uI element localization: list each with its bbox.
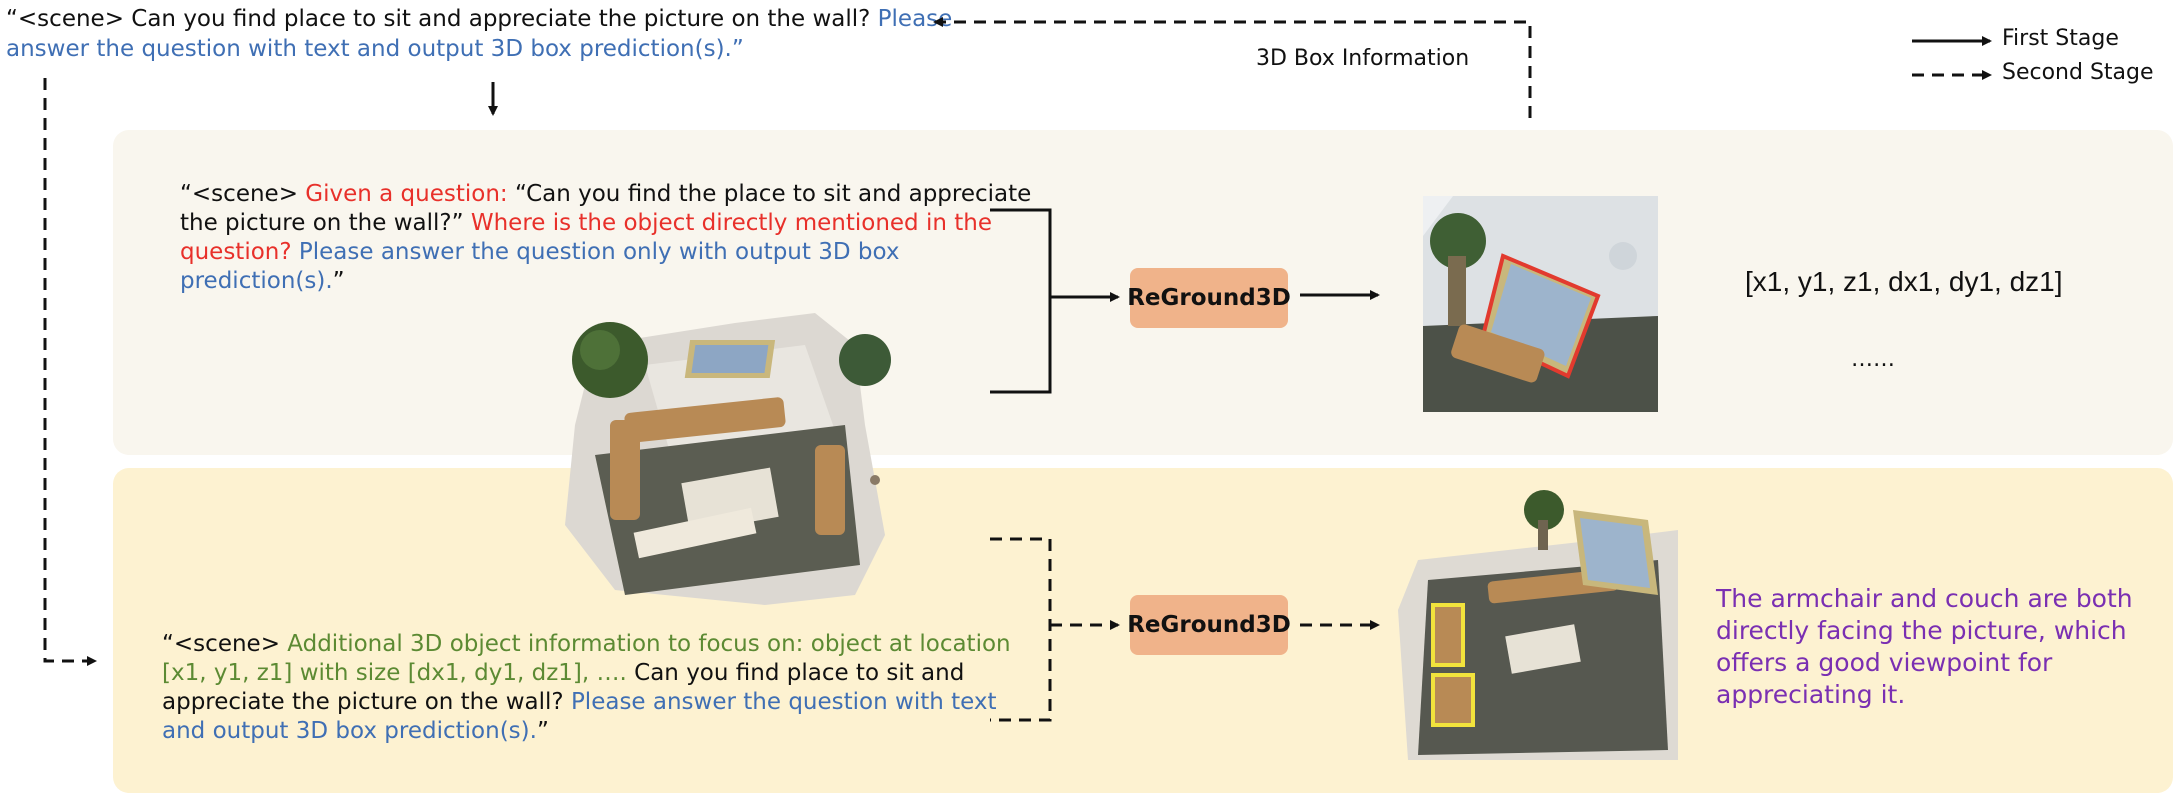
stage1-question-text: “Can you find the place to sit and appre… bbox=[514, 181, 1032, 207]
legend-first-stage: First Stage bbox=[2002, 26, 2119, 51]
box-output-vector: [x1, y1, z1, dx1, dy1, dz1] bbox=[1745, 266, 2063, 297]
stage2-prompt-line-3: appreciate the picture on the wall? Plea… bbox=[162, 688, 997, 717]
reground3d-module-stage1: ReGround3D bbox=[1127, 268, 1291, 328]
stage2-prompt-line-2: [x1, y1, z1] with size [dx1, dy1, dz1], … bbox=[162, 659, 964, 688]
stage1-prompt-line-3: question? Please answer the question onl… bbox=[180, 238, 899, 267]
stage2-context-text: Additional 3D object information to focu… bbox=[287, 631, 1011, 657]
stage2-question-text-end: appreciate the picture on the wall? bbox=[162, 689, 571, 715]
feedback-label: 3D Box Information bbox=[1256, 46, 1470, 71]
question-instruction-start: Please bbox=[877, 6, 953, 32]
answer-line-3: offers a good viewpoint for bbox=[1716, 648, 2053, 677]
stage1-prompt-line-1: “<scene> Given a question: “Can you find… bbox=[180, 180, 1031, 209]
stage1-prompt-line-2: the picture on the wall?” Where is the o… bbox=[180, 209, 992, 238]
answer-line-1: The armchair and couch are both bbox=[1716, 584, 2133, 613]
stage2-context-text-end: [x1, y1, z1] with size [dx1, dy1, dz1], … bbox=[162, 660, 627, 686]
stage1-prompt-line-4: prediction(s).” bbox=[180, 267, 345, 296]
stage2-instruction-text: Please answer the question with text bbox=[570, 689, 997, 715]
input-question-line-2: answer the question with text and output… bbox=[6, 36, 744, 62]
stage1-task-text-end: question? bbox=[180, 239, 299, 265]
stage2-question-text: Can you find place to sit and bbox=[626, 660, 965, 686]
question-text: “<scene> Can you find place to sit and a… bbox=[6, 6, 878, 32]
scene-token: “<scene> bbox=[180, 181, 306, 207]
legend-second-stage: Second Stage bbox=[2002, 60, 2154, 85]
answer-line-2: directly facing the picture, which bbox=[1716, 616, 2127, 645]
reground3d-module-stage2: ReGround3D bbox=[1127, 595, 1291, 655]
stage2-instruction-text-end: and output 3D box prediction(s). bbox=[162, 718, 537, 744]
stage1-question-text-end: the picture on the wall?” bbox=[180, 210, 471, 236]
stage2-prompt-line-1: “<scene> Additional 3D object informatio… bbox=[162, 630, 1011, 659]
closing-quote: ” bbox=[536, 718, 549, 744]
input-question-line-1: “<scene> Can you find place to sit and a… bbox=[6, 5, 952, 34]
stage1-question-label: Given a question: bbox=[305, 181, 515, 207]
answer-line-4: appreciating it. bbox=[1716, 680, 1906, 709]
scene-token: “<scene> bbox=[162, 631, 288, 657]
box-output-more: …… bbox=[1851, 347, 1895, 372]
stage2-prompt-line-4: and output 3D box prediction(s).” bbox=[162, 717, 549, 746]
closing-quote: ” bbox=[332, 268, 345, 294]
stage1-instruction-text: Please answer the question only with out… bbox=[298, 239, 900, 265]
stage1-instruction-text-end: prediction(s). bbox=[180, 268, 333, 294]
question-to-stage2-dashed-arrow bbox=[43, 78, 97, 666]
stage1-task-text: Where is the object directly mentioned i… bbox=[470, 210, 992, 236]
